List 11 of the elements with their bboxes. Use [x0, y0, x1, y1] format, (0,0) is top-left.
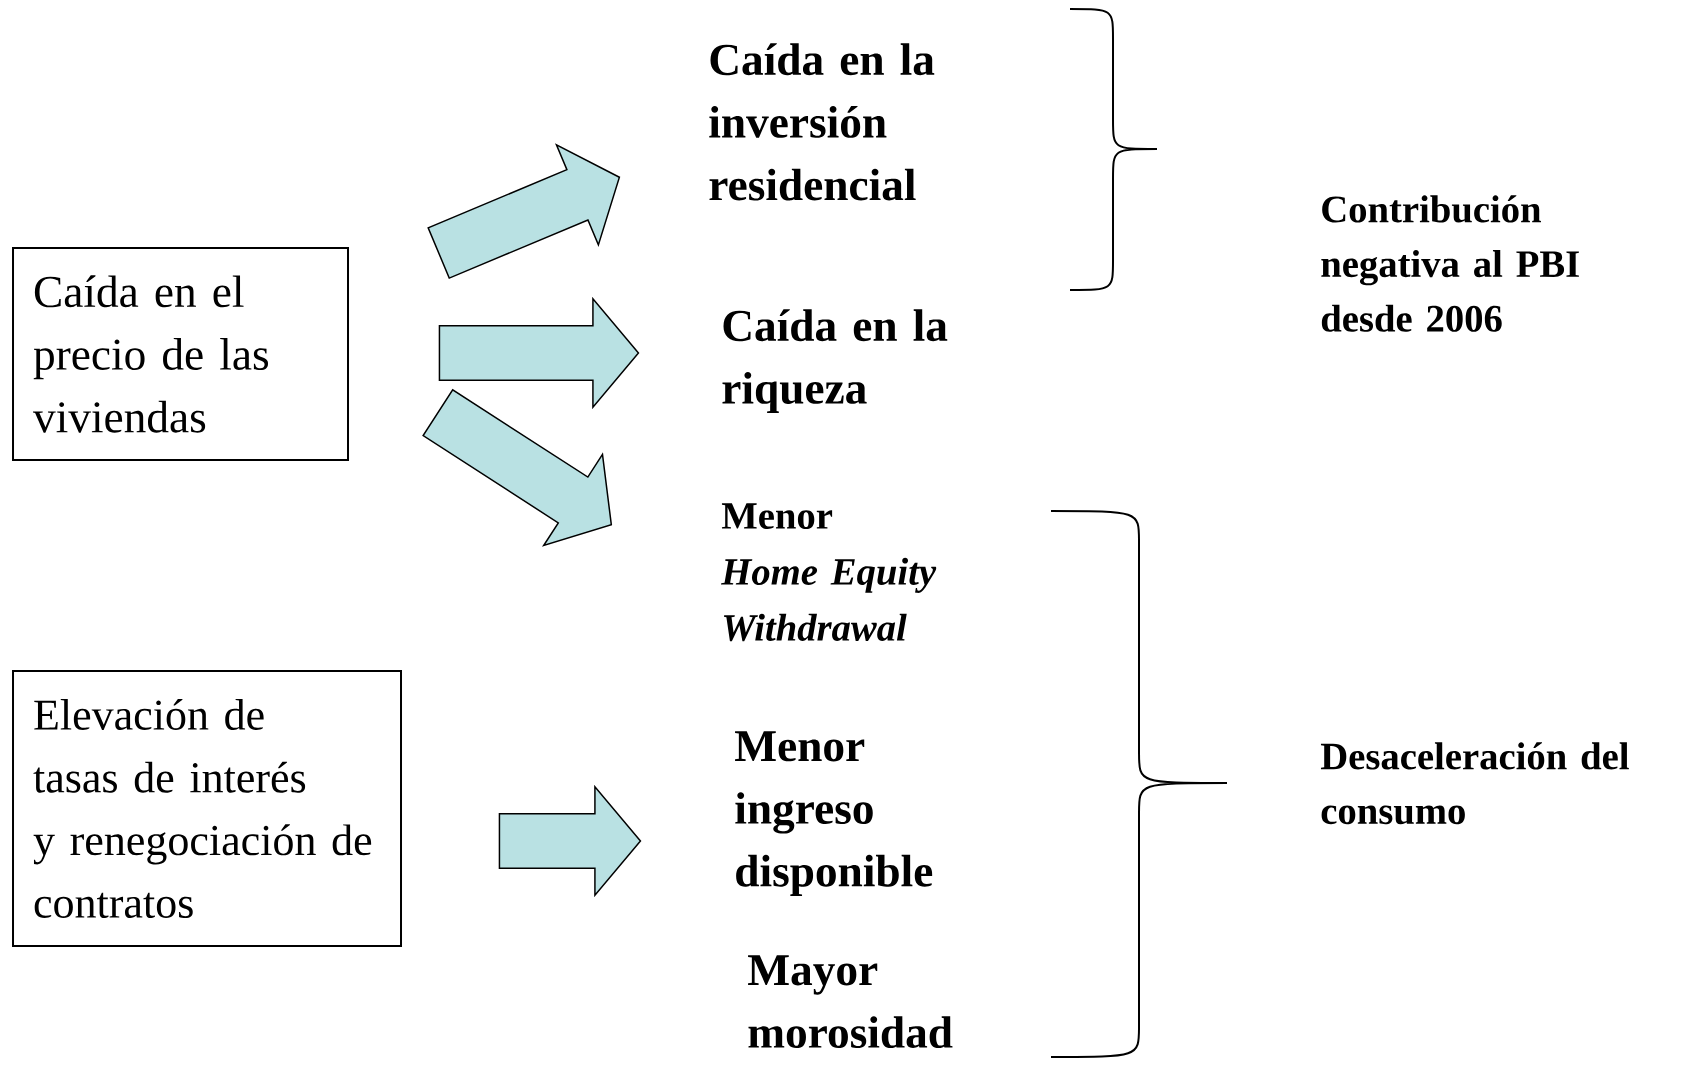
text-box: Caída en el precio de las viviendas	[12, 247, 349, 461]
caption-text: Caída en la inversión residencial	[709, 43, 935, 201]
caption-text: Menor ingreso disponible	[735, 731, 933, 896]
caption-text: Desaceleración del consumo	[1320, 742, 1629, 825]
block-arrow	[427, 143, 621, 280]
block-arrow	[422, 388, 613, 547]
caption-text: Caída en la riqueza	[722, 309, 948, 414]
caption-text: Mayor morosidad	[748, 955, 953, 1049]
text-box: Elevación de tasas de interés y renegociación de contratos	[12, 670, 402, 947]
caption-text: Menor Home Equity Withdrawal	[721, 503, 937, 642]
caption-text: Contribución negativa al PBI desde 2006	[1321, 195, 1579, 332]
